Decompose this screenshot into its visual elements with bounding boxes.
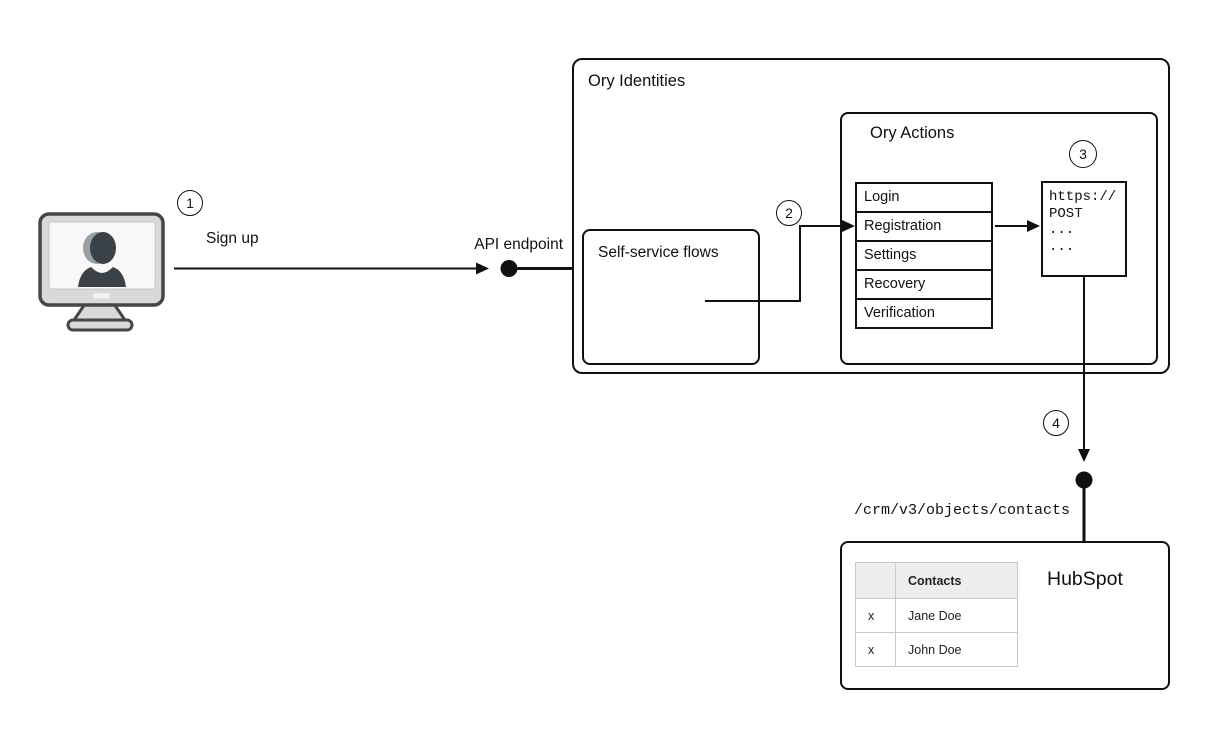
flow-row-registration: Registration	[855, 211, 993, 242]
contact-name-cell: John Doe	[895, 632, 1018, 667]
contacts-table: Contacts x Jane Doe x John Doe	[855, 562, 1018, 667]
sign-up-label: Sign up	[206, 230, 259, 247]
flow-row-recovery: Recovery	[855, 269, 993, 300]
device-stand-base	[66, 318, 134, 332]
flow-row-settings: Settings	[855, 240, 993, 271]
contact-name-cell: Jane Doe	[895, 598, 1018, 633]
contact-mark-cell: x	[855, 598, 896, 633]
step-3-badge: 3	[1069, 140, 1097, 168]
flow-row-verification: Verification	[855, 298, 993, 329]
contacts-table-header-row: Contacts	[855, 562, 1018, 599]
hubspot-endpoint-dot-icon	[1075, 471, 1093, 489]
self-service-flows-title: Self-service flows	[598, 244, 719, 261]
ory-actions-title: Ory Actions	[870, 124, 955, 142]
ory-identities-title: Ory Identities	[588, 72, 686, 90]
user-silhouette-head	[90, 232, 116, 264]
step-1-badge: 1	[177, 190, 203, 216]
contacts-header-cell: Contacts	[895, 562, 1018, 599]
webhook-request-box: https:// POST ... ...	[1041, 181, 1127, 277]
user-device-icon	[38, 212, 165, 332]
contact-mark-cell: x	[855, 632, 896, 667]
self-service-flows-box: Self-service flows	[582, 229, 760, 365]
contacts-header-mark-cell	[855, 562, 896, 599]
api-endpoint-label: API endpoint	[474, 236, 563, 253]
api-endpoint-dot-icon	[500, 260, 518, 277]
self-service-flow-list: Login Registration Settings Recovery Ver…	[855, 182, 993, 329]
crm-path-label: /crm/v3/objects/contacts	[853, 502, 1070, 519]
device-power-notch	[93, 293, 110, 299]
signup-arrowhead-icon	[476, 262, 489, 275]
step-2-badge: 2	[776, 200, 802, 226]
contacts-row-jane: x Jane Doe	[855, 598, 1018, 633]
user-silhouette-shoulders	[78, 267, 126, 287]
flow-row-login: Login	[855, 182, 993, 213]
hubspot-title: HubSpot	[1047, 568, 1123, 590]
step-4-badge: 4	[1043, 410, 1069, 436]
contacts-row-john: x John Doe	[855, 632, 1018, 667]
down-arrowhead-icon	[1078, 449, 1090, 462]
